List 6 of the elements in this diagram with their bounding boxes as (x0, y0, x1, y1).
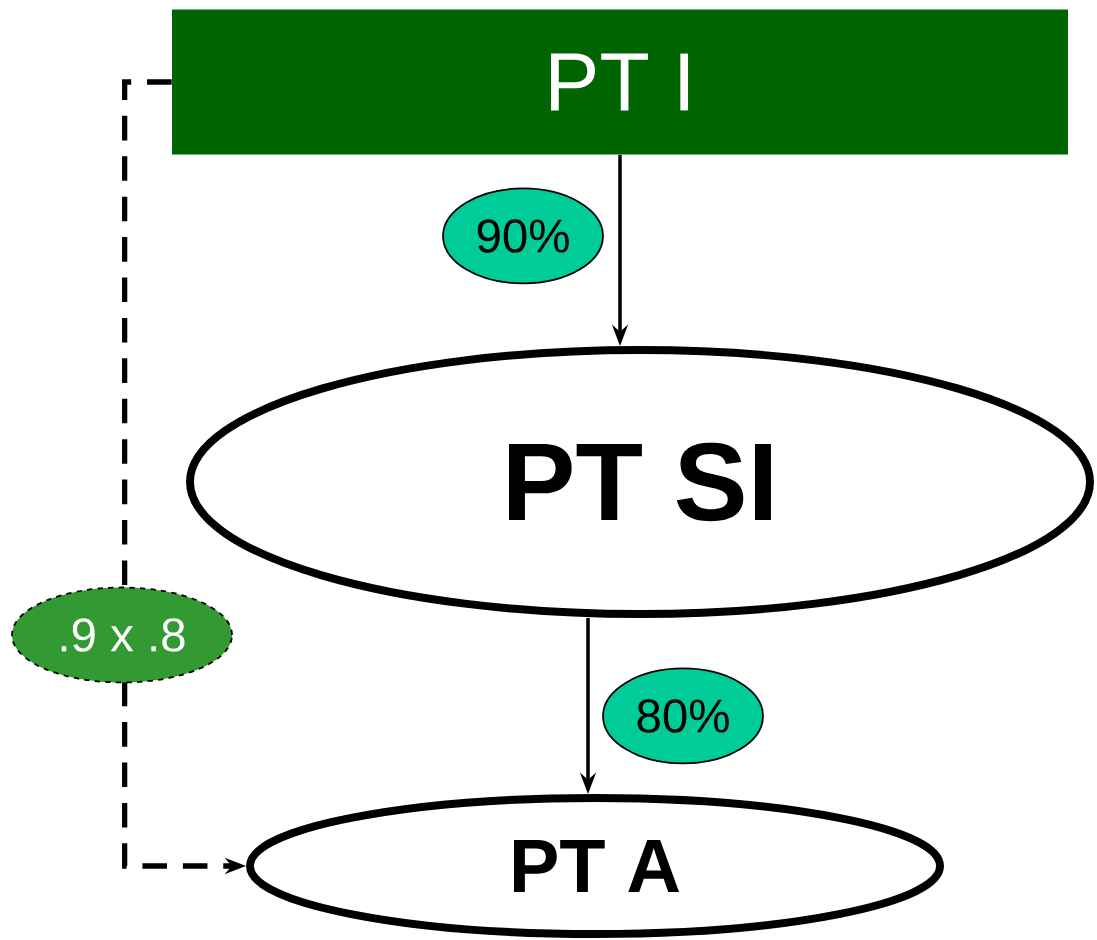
edge-label: 80% (602, 667, 764, 765)
edge-label: 90% (442, 187, 604, 285)
ellipse-node: PT SI (186, 346, 1094, 618)
ellipse-node: PT A (246, 794, 944, 938)
title-box: PT I (172, 9, 1068, 155)
edge-label: .9 x .8 (11, 586, 233, 684)
